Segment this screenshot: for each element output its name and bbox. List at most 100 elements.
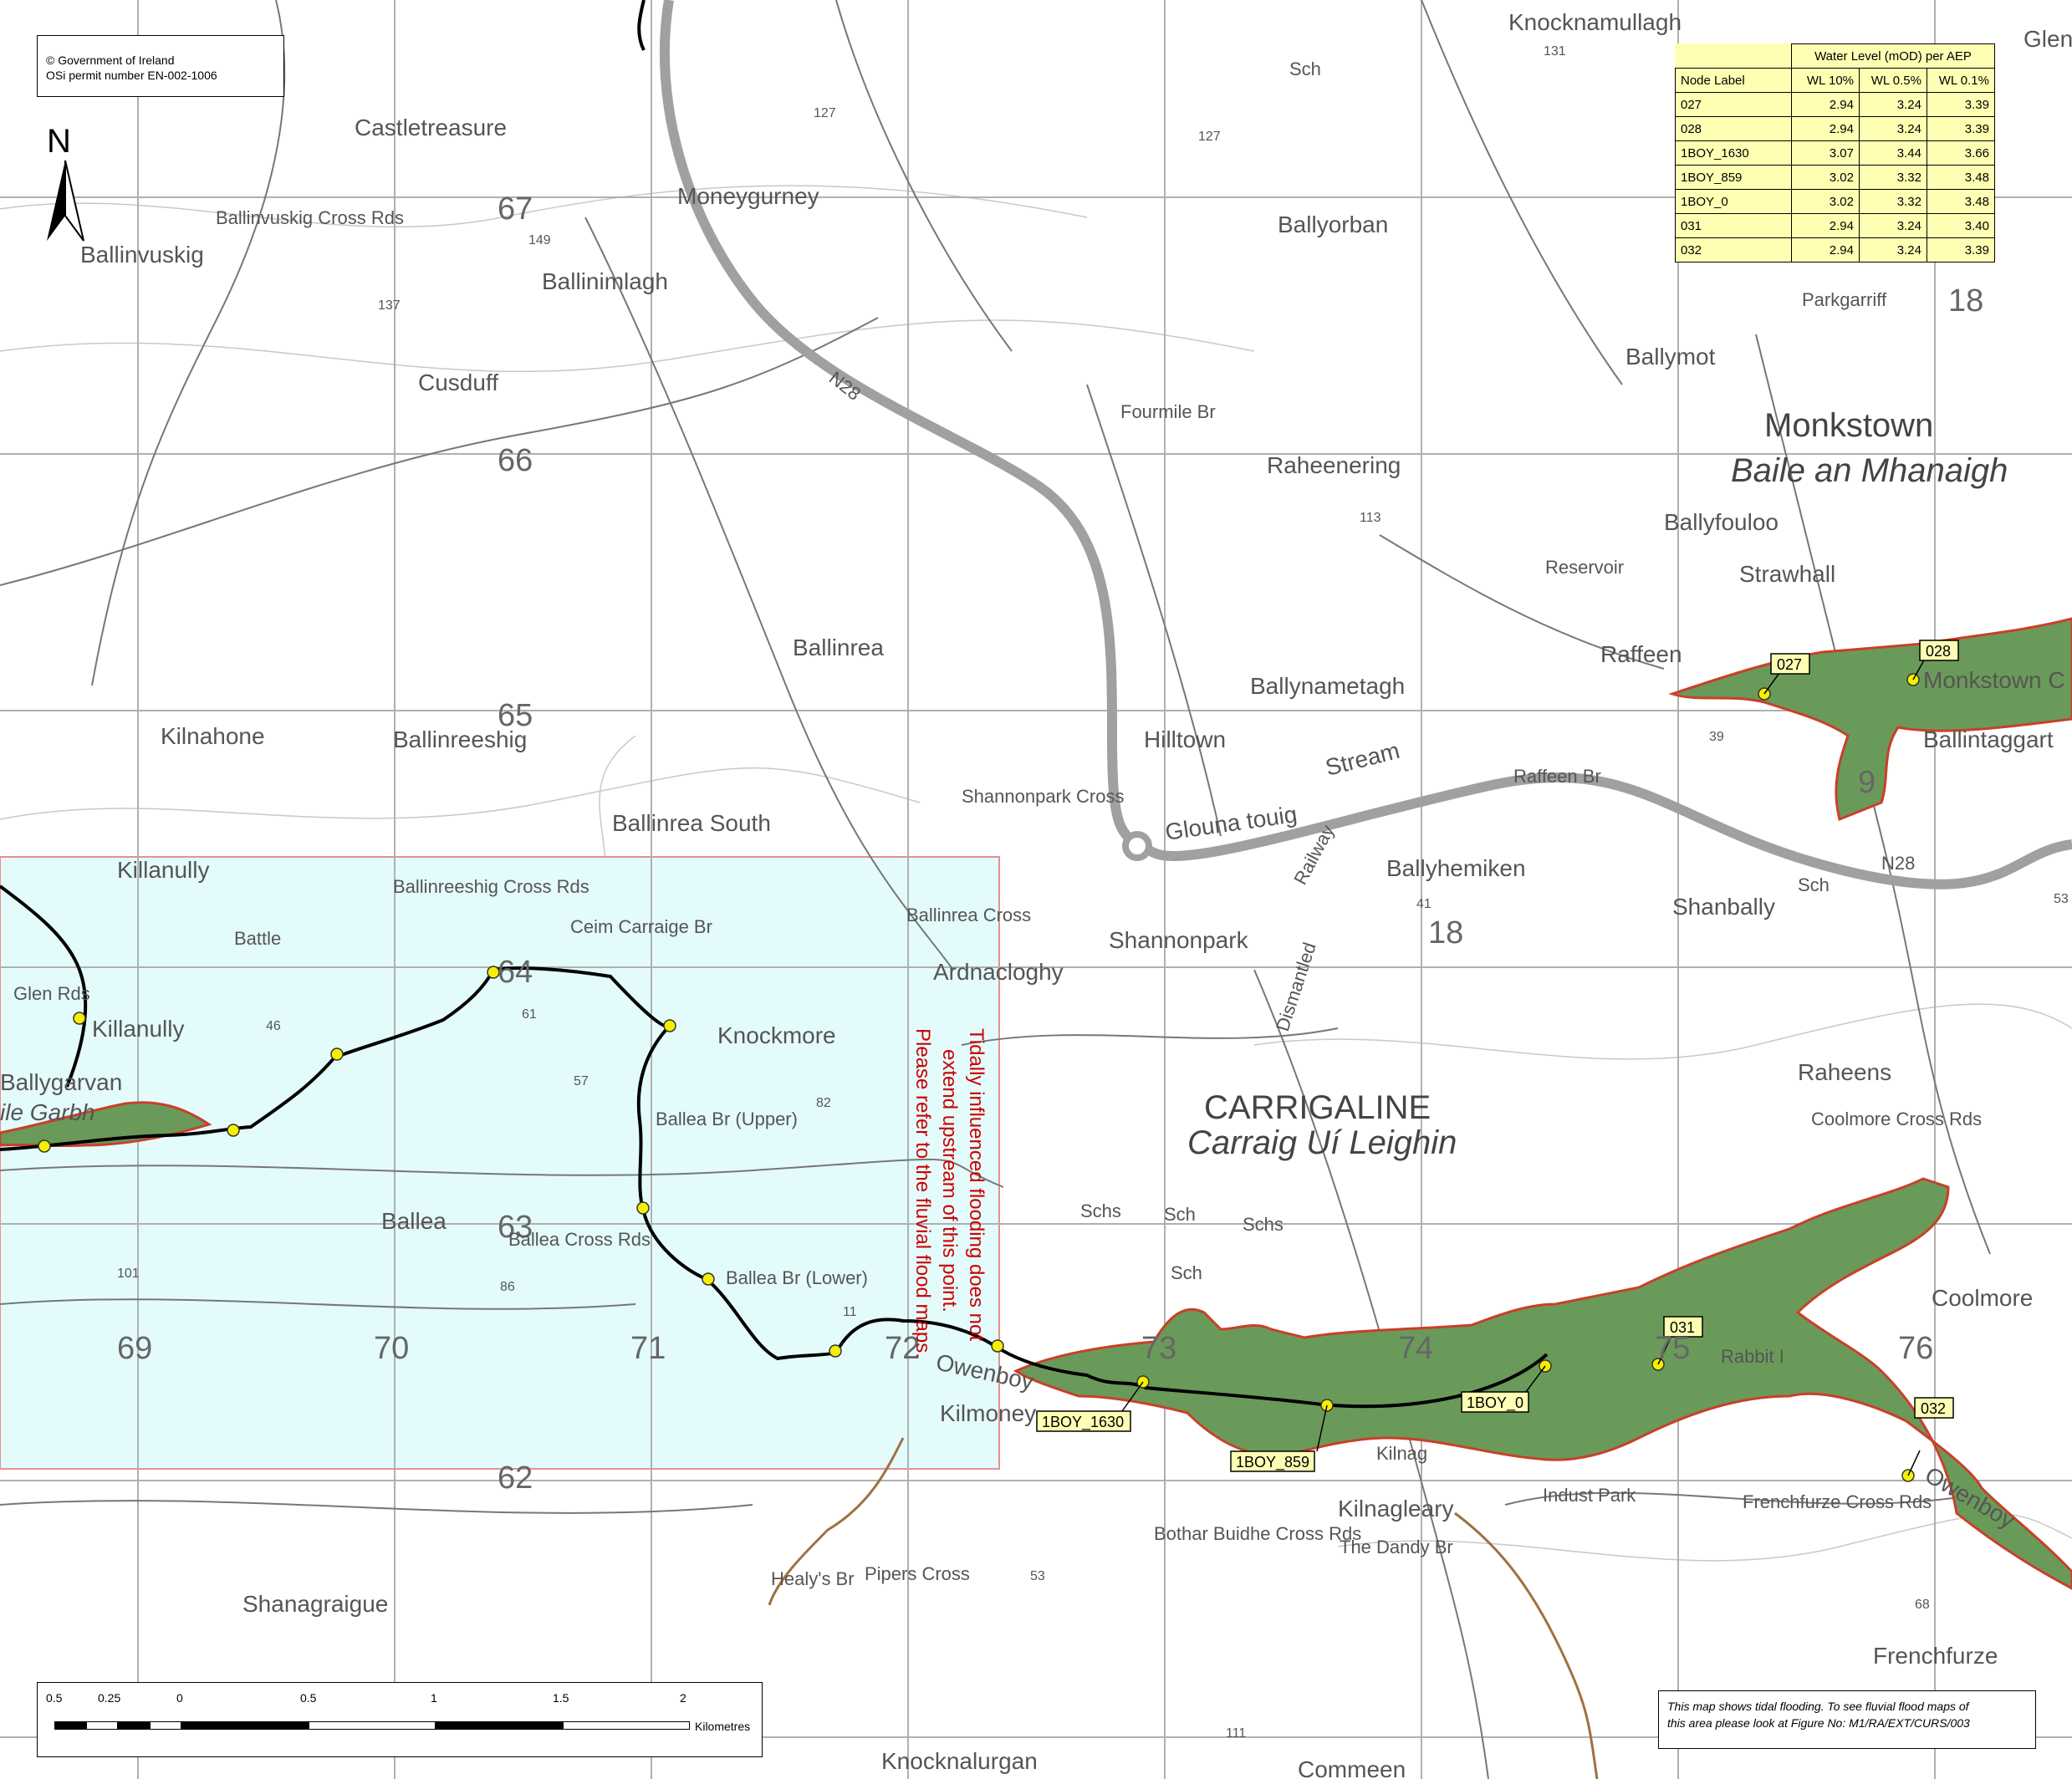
table-row: 1BOY_859 3.02 3.32 3.48 (1675, 165, 1995, 190)
copyright-box: © Government of Ireland OSi permit numbe… (37, 35, 284, 97)
svg-text:111: 111 (1226, 1726, 1246, 1741)
table-cell: 3.32 (1859, 189, 1927, 214)
table-cell: 1BOY_0 (1675, 189, 1792, 214)
svg-text:127: 127 (1198, 130, 1221, 144)
table-row: 032 2.94 3.24 3.39 (1675, 237, 1995, 263)
table-cell: 032 (1675, 237, 1792, 263)
scale-segment (309, 1721, 436, 1730)
copyright-line-2: OSi permit number EN-002-1006 (46, 69, 217, 82)
svg-text:Cusduff: Cusduff (418, 370, 498, 395)
node-label-1boy-1630: 1BOY_1630 (1036, 1410, 1131, 1432)
svg-text:82: 82 (816, 1096, 831, 1110)
svg-text:53: 53 (1030, 1569, 1045, 1583)
scale-segment (86, 1721, 118, 1730)
svg-text:Ballyhemiken: Ballyhemiken (1386, 855, 1526, 881)
scale-tick: 2 (680, 1691, 686, 1705)
svg-text:031: 031 (1670, 1319, 1695, 1336)
table-cell: 3.02 (1791, 189, 1860, 214)
svg-text:Ardnacloghy: Ardnacloghy (933, 959, 1064, 985)
map-note: Tidally influenced flooding does not ext… (911, 1028, 988, 1358)
svg-text:149: 149 (528, 233, 551, 247)
table-spacer (1676, 44, 1792, 69)
node-label-boxes: 027 028 1BOY_1630 1BOY_859 1BOY_0 031 03… (1036, 640, 1959, 1472)
svg-text:75: 75 (1655, 1331, 1690, 1366)
svg-text:Kilnag: Kilnag (1376, 1443, 1427, 1464)
node-upstream-5 (487, 966, 500, 979)
svg-text:Stream: Stream (1323, 737, 1402, 781)
table-row: 028 2.94 3.24 3.39 (1675, 116, 1995, 141)
svg-text:70: 70 (374, 1331, 409, 1366)
table-cell: 3.66 (1927, 140, 1995, 166)
table-cell: 1BOY_1630 (1675, 140, 1792, 166)
table-group-header: Water Level (mOD) per AEP (1791, 43, 1995, 69)
svg-text:Kilnahone: Kilnahone (161, 723, 265, 749)
svg-text:11: 11 (843, 1305, 857, 1319)
svg-text:Shannonpark: Shannonpark (1109, 927, 1249, 953)
svg-text:Ballymot: Ballymot (1625, 344, 1716, 370)
svg-text:63: 63 (498, 1210, 533, 1245)
node-upstream-7 (636, 1201, 650, 1215)
flood-extent-carrigaline (1013, 1177, 2072, 1590)
river-tributary-north (637, 0, 646, 51)
scale-segment (181, 1721, 309, 1730)
svg-text:101: 101 (117, 1267, 140, 1281)
svg-text:Baile an Mhanaigh: Baile an Mhanaigh (1731, 452, 2008, 489)
table-cell: 3.24 (1859, 213, 1927, 238)
svg-text:Ballynametagh: Ballynametagh (1250, 673, 1405, 699)
svg-text:Shannonpark Cross: Shannonpark Cross (962, 786, 1124, 807)
svg-text:18: 18 (1428, 915, 1463, 951)
north-label: N (47, 123, 71, 160)
table-cell: 2.94 (1791, 92, 1860, 117)
node-upstream-9 (829, 1344, 842, 1358)
svg-text:Tidally influenced flooding do: Tidally influenced flooding does not (965, 1028, 988, 1341)
svg-text:The Dandy Br: The Dandy Br (1340, 1537, 1453, 1557)
svg-text:74: 74 (1398, 1331, 1433, 1366)
svg-text:Monkstown C: Monkstown C (1923, 667, 2065, 693)
svg-text:Shanbally: Shanbally (1672, 894, 1775, 920)
column-header: WL 0.1% (1927, 68, 1995, 93)
table-cell: 3.40 (1927, 213, 1995, 238)
svg-text:Knocknalurgan: Knocknalurgan (881, 1748, 1038, 1774)
tidal-note-box: This map shows tidal flooding. To see fl… (1658, 1690, 2036, 1749)
node-upstream-8 (702, 1272, 715, 1286)
scale-tick: 1 (431, 1691, 437, 1705)
svg-text:1BOY_1630: 1BOY_1630 (1042, 1414, 1124, 1431)
scale-segment (118, 1721, 150, 1730)
node-upstream-2 (38, 1139, 51, 1153)
north-arrow-icon: N (47, 123, 84, 242)
node-upstream-4 (330, 1048, 344, 1061)
svg-text:Sch: Sch (1798, 874, 1830, 895)
water-level-table: Water Level (mOD) per AEP Node Label WL … (1675, 43, 1995, 263)
svg-text:027: 027 (1777, 656, 1802, 673)
table-cell: 028 (1675, 116, 1792, 141)
svg-text:Ballyfouloo: Ballyfouloo (1664, 509, 1779, 535)
svg-text:Dismantled: Dismantled (1272, 940, 1320, 1033)
scale-tick: 0.5 (300, 1691, 317, 1705)
svg-text:64: 64 (498, 955, 533, 990)
svg-text:Raffeen: Raffeen (1600, 641, 1682, 667)
table-cell: 2.94 (1791, 213, 1860, 238)
svg-text:Sch: Sch (1171, 1262, 1202, 1283)
svg-text:Pipers Cross: Pipers Cross (865, 1563, 970, 1584)
svg-text:18: 18 (1948, 283, 1983, 319)
table-row: 1BOY_0 3.02 3.32 3.48 (1675, 189, 1995, 214)
table-cell: 031 (1675, 213, 1792, 238)
svg-text:Castletreasure: Castletreasure (355, 115, 507, 140)
svg-text:Moneygurney: Moneygurney (677, 183, 819, 209)
svg-text:Fourmile Br: Fourmile Br (1120, 401, 1216, 422)
scale-tick: 0.25 (98, 1691, 121, 1705)
svg-text:Schs: Schs (1243, 1214, 1284, 1235)
svg-text:Ballea: Ballea (381, 1208, 447, 1234)
svg-text:68: 68 (1915, 1598, 1930, 1612)
svg-text:Raheenering: Raheenering (1267, 452, 1401, 478)
scale-segment (436, 1721, 563, 1730)
svg-text:39: 39 (1709, 730, 1724, 744)
table-cell: 3.39 (1927, 237, 1995, 263)
svg-text:Kilmoney: Kilmoney (940, 1400, 1036, 1426)
svg-text:032: 032 (1921, 1400, 1946, 1417)
table-cell: 3.02 (1791, 165, 1860, 190)
svg-text:Rabbit I: Rabbit I (1721, 1346, 1784, 1367)
svg-text:Ballinvuskig: Ballinvuskig (80, 242, 204, 268)
node-label-032: 032 (1914, 1397, 1954, 1419)
grid-labels: 67 66 65 64 63 62 69 70 71 72 73 74 75 7… (117, 191, 1983, 1496)
